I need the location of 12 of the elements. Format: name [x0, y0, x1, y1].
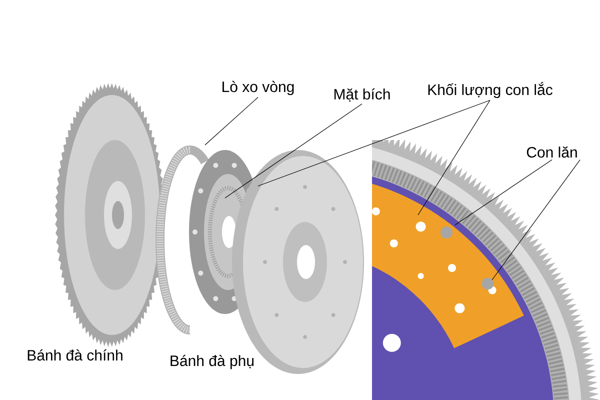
leader-line [454, 160, 552, 226]
part-label: Bánh đà chính [28, 349, 122, 361]
leader-line [418, 100, 490, 216]
part-label: Bánh đà phụ [170, 354, 254, 370]
part-label: Con lăn [526, 146, 577, 158]
leader-line [492, 160, 580, 280]
leader-line [204, 96, 258, 146]
leader-line [224, 104, 362, 198]
part-label: Mặt bích [334, 88, 390, 102]
part-label: Khối lượng con lắc [428, 82, 552, 98]
leader-line [258, 100, 490, 186]
part-label: Lò xo vòng [222, 80, 294, 96]
